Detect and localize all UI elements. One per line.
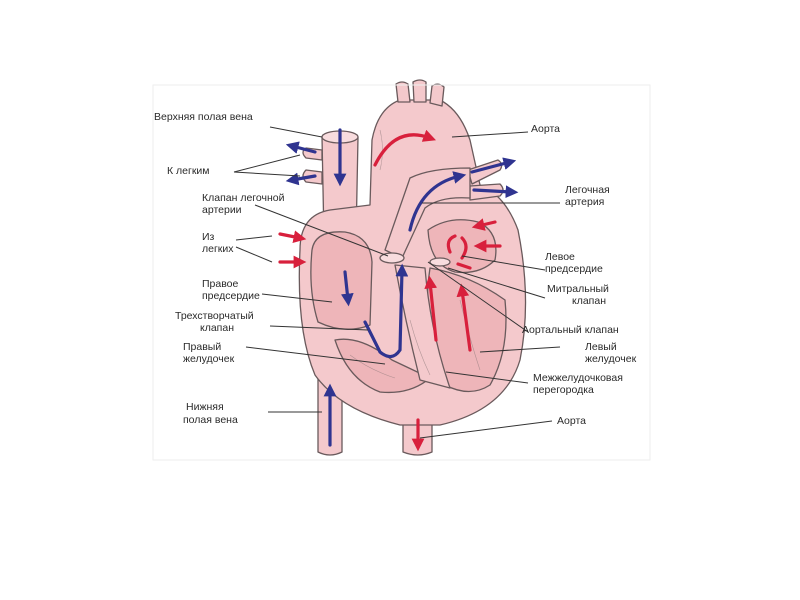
- label-septum-line1: Межжелудочковая: [533, 372, 623, 384]
- label-left-atrium-line2: предсердие: [545, 263, 603, 275]
- image-frame: [152, 84, 651, 461]
- label-to-lungs: К легким: [167, 165, 210, 177]
- label-aorta-bottom: Аорта: [557, 415, 586, 427]
- label-pulmonary-valve-line1: Клапан легочной: [202, 192, 285, 204]
- label-right-atrium-line1: Правое: [202, 278, 239, 290]
- muscle-texture: [349, 129, 481, 379]
- label-septum-line2: перегородка: [533, 384, 594, 396]
- label-from-lungs-line1: Из: [202, 231, 215, 243]
- label-inferior-vena-cava-line1: Нижняя: [186, 401, 224, 413]
- label-left-ventricle-line2: желудочек: [585, 353, 637, 365]
- pulmonary-trunk: [384, 167, 471, 259]
- leader-lines: [233, 126, 561, 439]
- right-ventricle: [334, 338, 431, 394]
- label-superior-vena-cava: Верхняя полая вена: [154, 111, 253, 123]
- label-right-ventricle-line1: Правый: [183, 341, 222, 353]
- label-pulmonary-artery-line2: артерия: [565, 196, 605, 208]
- mitral-valve-ring: [429, 257, 451, 267]
- label-mitral-line1: Митральный: [547, 283, 609, 295]
- label-aortic-valve: Аортальный клапан: [522, 324, 619, 336]
- label-pulmonary-artery-line1: Легочная: [565, 184, 610, 196]
- label-left-ventricle-line1: Левый: [585, 341, 617, 353]
- label-left-atrium-line1: Левое: [545, 251, 575, 263]
- deoxygenated-flow: [285, 128, 519, 447]
- label-aorta-top: Аорта: [531, 123, 560, 135]
- label-right-atrium-line2: предсердие: [202, 290, 260, 302]
- label-tricuspid-line1: Трехстворчатый: [175, 310, 254, 322]
- label-pulmonary-valve-line2: артерии: [202, 204, 242, 216]
- label-tricuspid-line2: клапан: [200, 322, 235, 334]
- label-mitral-line2: клапан: [572, 295, 607, 307]
- oxygenated-flow: [278, 129, 502, 452]
- label-from-lungs-line2: легких: [202, 243, 234, 255]
- label-right-ventricle-line2: желудочек: [183, 353, 235, 365]
- label-inferior-vena-cava-line2: полая вена: [183, 414, 238, 426]
